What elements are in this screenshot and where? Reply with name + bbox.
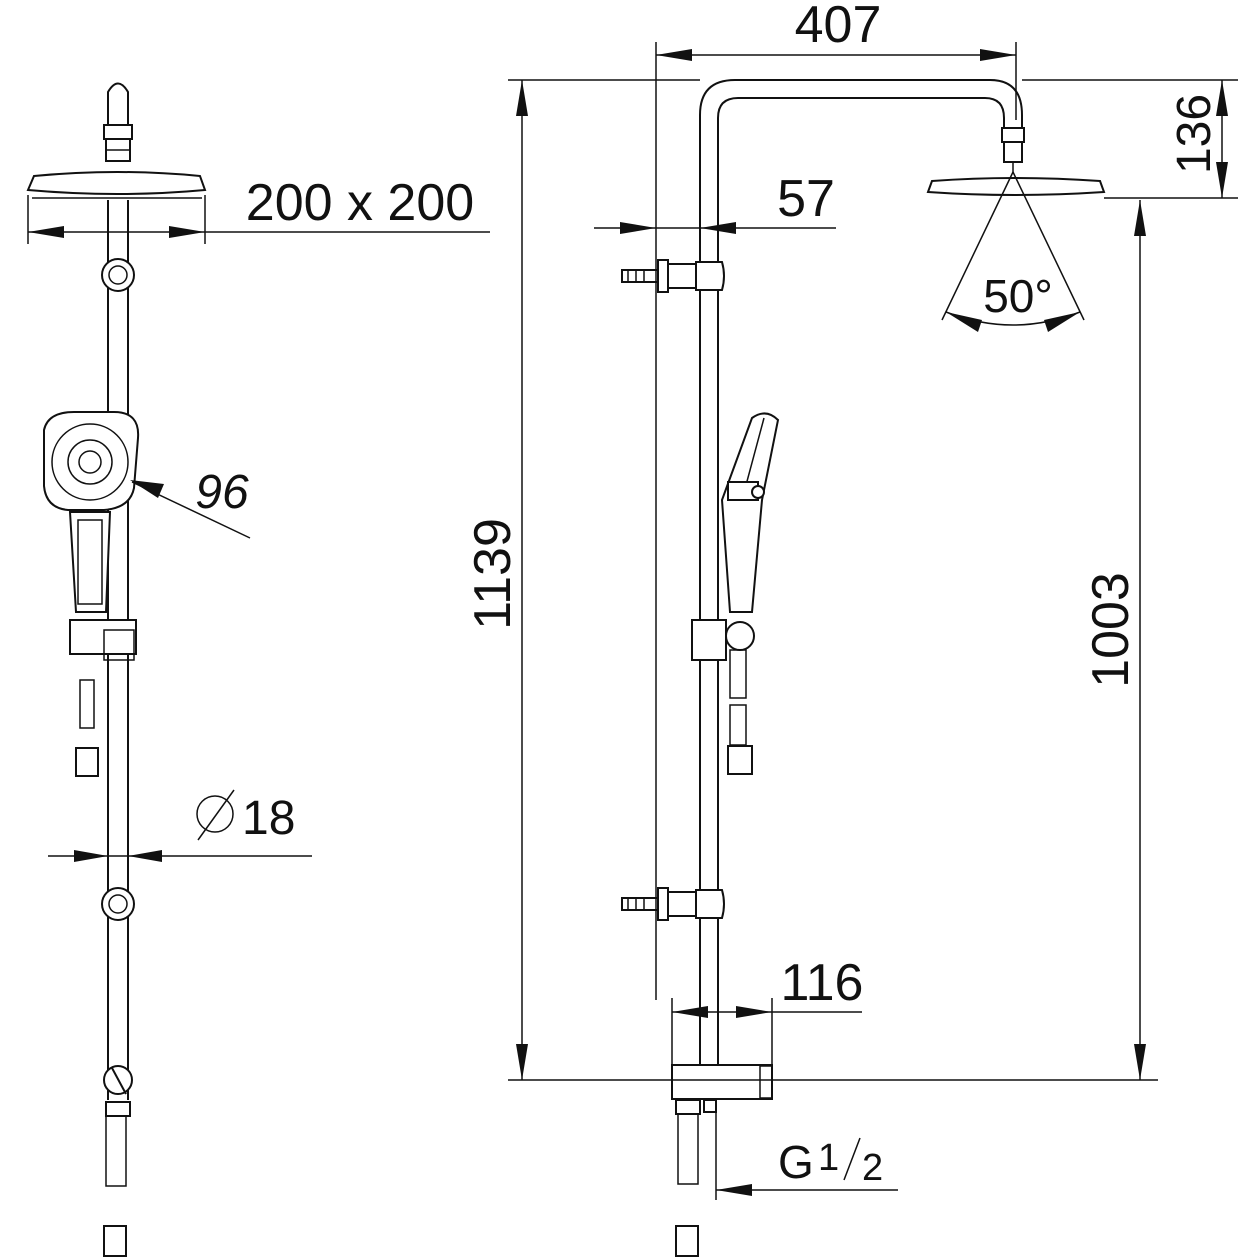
dim-head-height: 1003: [1082, 572, 1140, 688]
front-slider: [69, 619, 137, 655]
side-head-joint: [1001, 127, 1025, 143]
dim-total-height: 1139: [464, 518, 522, 630]
front-head-shower: [26, 171, 207, 195]
dim-overhead-width: 407: [795, 0, 882, 54]
dim-connection-num: 1: [818, 1137, 839, 1179]
dim-top-height: 136: [1168, 94, 1221, 174]
side-view: 50°: [464, 0, 1238, 1257]
front-wall-bracket-top: [101, 258, 135, 292]
front-hose-lower: [105, 1115, 127, 1187]
front-wall-bracket-bottom: [101, 887, 135, 921]
front-hand-shower-head: [43, 411, 140, 511]
dim-hand-shower: 96: [195, 466, 249, 519]
dim-connection-main: G: [778, 1136, 814, 1188]
dim-connection-den: 2: [862, 1147, 883, 1189]
front-hose-nut-lower: [103, 1225, 127, 1257]
side-wall-bracket-top: [657, 259, 669, 293]
side-wall-bracket-bottom: [657, 887, 669, 921]
front-view: 200 x 200 96 18: [26, 82, 490, 1257]
front-hose-nut-upper: [75, 747, 99, 777]
side-overhead-arm: [699, 79, 1023, 1065]
side-mixer: [671, 1064, 773, 1100]
side-hand-shower: [720, 412, 780, 613]
side-hose: [677, 1113, 699, 1185]
diameter-symbol: [196, 795, 234, 833]
dim-head-size: 200 x 200: [246, 174, 474, 232]
dim-wall-offset: 57: [777, 170, 835, 228]
side-head-shower: [926, 177, 1106, 196]
side-slider: [691, 619, 727, 661]
dim-spray-angle: 50°: [983, 270, 1053, 322]
dim-mixer-width: 116: [781, 954, 864, 1012]
front-hose-upper: [79, 679, 95, 729]
front-top-connector: [107, 82, 129, 126]
front-ball-joint: [103, 124, 133, 140]
dim-rail-diameter: 18: [242, 792, 295, 845]
front-hand-shower-handle: [68, 511, 112, 613]
